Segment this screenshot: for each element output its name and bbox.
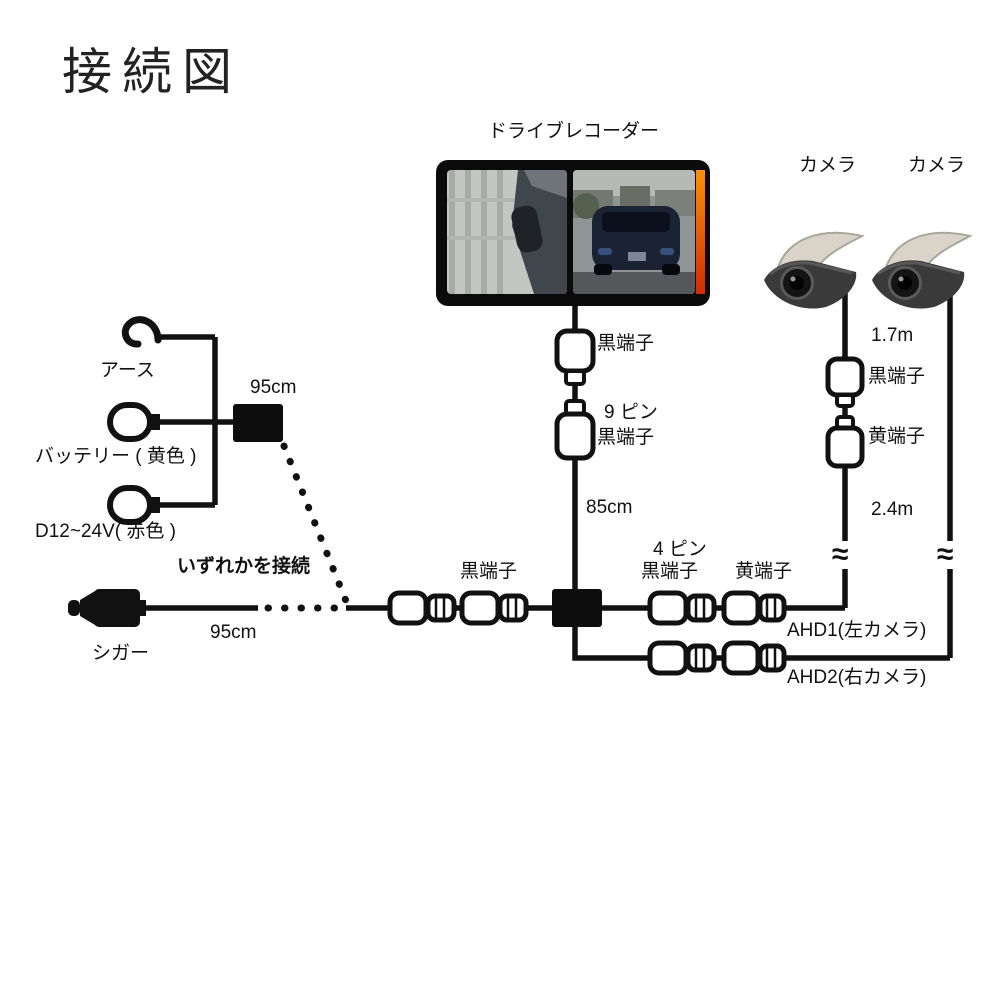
camera-right-label: カメラ: [908, 155, 966, 176]
d12-plug-graphic: [107, 485, 160, 525]
cable-95-top-label: 95cm: [250, 377, 297, 398]
camera-black-terminal-label: 黒端子: [868, 366, 926, 387]
pin9-black-terminal-graphic: [554, 399, 596, 461]
cable-95-bottom-label: 95cm: [210, 622, 257, 643]
recorder-label: ドライブレコーダー: [488, 121, 660, 142]
camera-left-graphic: [764, 231, 865, 309]
cable-break-symbol-left: ≈: [829, 540, 852, 570]
camera-black-terminal-graphic: [825, 356, 865, 408]
cigar-label: シガー: [92, 643, 150, 664]
d12-label: D12~24V( 赤色 ): [35, 521, 176, 542]
page-title: 接続図: [62, 44, 242, 100]
connector-pair-ahd1-yellow: [721, 590, 787, 626]
main-junction-box: [552, 589, 602, 627]
connector-pair-power-1: [387, 590, 457, 626]
connector-pair-ahd1-black: [647, 590, 717, 626]
monitor-right-view: [573, 170, 695, 294]
cigar-plug-graphic: [68, 589, 146, 627]
earth-label: アース: [100, 360, 155, 381]
pin9-label: 9 ピン: [604, 402, 658, 423]
pin4-black-terminal-label: 黒端子: [641, 561, 699, 582]
pin9-black-terminal-label: 黒端子: [597, 427, 655, 448]
cable-1-7m-label: 1.7m: [871, 325, 914, 346]
cable-2-4m-label: 2.4m: [871, 499, 914, 520]
earth-hook-graphic: [121, 316, 162, 348]
connector-pair-ahd2-yellow: [721, 640, 787, 676]
camera-right-graphic: [872, 231, 973, 309]
dotted-wires: [264, 442, 350, 612]
cable-85-label: 85cm: [586, 497, 633, 518]
monitor-accent-stripe: [696, 170, 705, 294]
pin4-label: 4 ピン: [653, 539, 707, 560]
connector-pair-ahd2-black: [647, 640, 717, 676]
battery-label: バッテリー ( 黄色 ): [35, 446, 197, 467]
battery-plug-graphic: [107, 402, 160, 442]
recorder-black-terminal-label: 黒端子: [597, 333, 655, 354]
monitor-left-view: [447, 170, 567, 294]
camera-yellow-terminal-graphic: [825, 415, 865, 469]
recorder-monitor-graphic: [436, 160, 710, 306]
pin4-yellow-terminal-label: 黄端子: [735, 561, 793, 582]
mid-black-terminal-label: 黒端子: [460, 561, 518, 582]
wires: [138, 292, 953, 661]
optional-link-diagonal: [280, 442, 350, 605]
ahd2-label: AHD2(右カメラ): [787, 667, 927, 688]
ahd2-wire: [572, 627, 950, 661]
camera-left-label: カメラ: [799, 155, 857, 176]
recorder-black-terminal-graphic: [554, 328, 596, 386]
camera-yellow-terminal-label: 黄端子: [868, 426, 926, 447]
power-junction-box: [233, 404, 283, 442]
either-connection-note: いずれかを接続: [177, 556, 311, 577]
connector-pair-power-2: [459, 590, 529, 626]
cable-break-symbol-right: ≈: [934, 540, 957, 570]
ahd1-label: AHD1(左カメラ): [787, 620, 927, 641]
